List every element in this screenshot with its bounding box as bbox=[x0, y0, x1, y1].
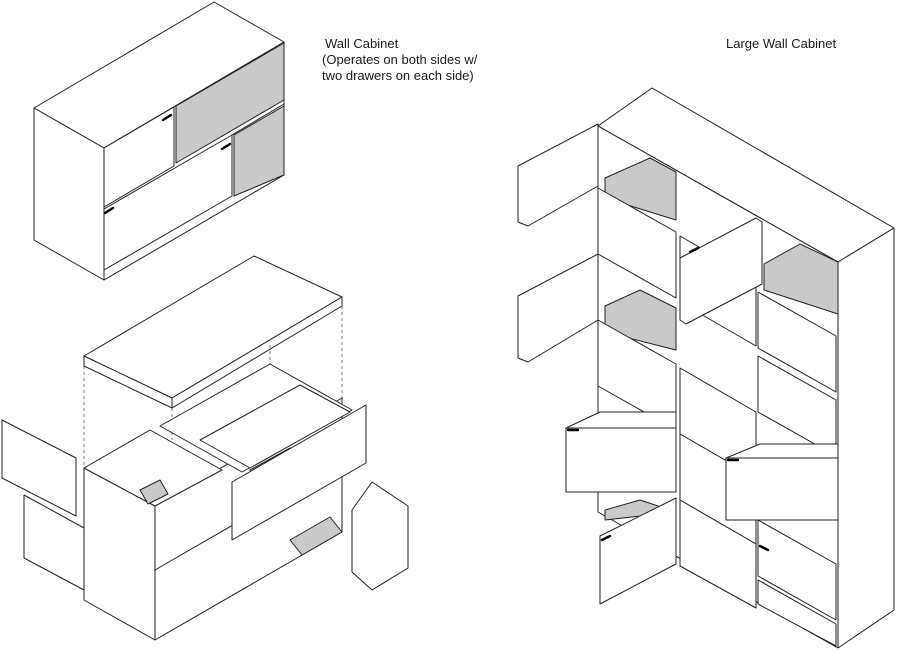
exploded-door-right bbox=[351, 481, 409, 591]
large-cabinet-handle-4 bbox=[758, 544, 770, 552]
wall-cabinet-note-line-1: (Operates on both sides w/ bbox=[322, 52, 478, 67]
exploded-drawer-front bbox=[231, 404, 367, 541]
wall-cabinet-handle-3 bbox=[103, 206, 115, 215]
wall-cabinet-drawer-lower bbox=[103, 134, 233, 271]
large-cabinet-drawer-r1c1 bbox=[597, 187, 677, 299]
large-wall-cabinet bbox=[517, 87, 895, 649]
exploded-open-compartment bbox=[289, 516, 343, 556]
wall-cabinet-closed bbox=[33, 1, 285, 281]
large-cabinet-compartment-2 bbox=[763, 243, 839, 315]
large-cabinet-drawer-pulled-1 bbox=[565, 427, 677, 493]
wall-cabinet-caption: Wall Cabinet (Operates on both sides w/ … bbox=[322, 36, 477, 84]
large-cabinet-door-open-2 bbox=[517, 253, 599, 363]
large-cabinet-drawer-r3c3 bbox=[757, 519, 837, 621]
large-cabinet-drawer-r4c3 bbox=[757, 579, 837, 647]
large-cabinet-drawer-pulled-2 bbox=[725, 457, 839, 521]
exploded-door-left-lower bbox=[23, 494, 85, 591]
exploded-door-left-upper bbox=[1, 419, 77, 517]
large-cabinet-door-open-4 bbox=[679, 217, 763, 325]
large-cabinet-drawer-r1c3 bbox=[757, 291, 837, 393]
large-cabinet-side bbox=[837, 227, 895, 649]
wall-cabinet-exploded bbox=[1, 255, 409, 641]
large-cabinet-door-open-3 bbox=[599, 497, 677, 605]
large-cabinet-drawer-r4c2 bbox=[679, 499, 757, 609]
exploded-open-box bbox=[83, 429, 223, 507]
large-cabinet-handle-5 bbox=[600, 534, 612, 542]
wall-cabinet-open-compartment-lower bbox=[233, 105, 285, 197]
wall-cabinet-handle-1 bbox=[161, 113, 173, 122]
large-cabinet-handle-1 bbox=[688, 246, 700, 254]
large-cabinet-door-open-1 bbox=[517, 123, 599, 227]
large-wall-cabinet-title: Large Wall Cabinet bbox=[726, 36, 837, 51]
wall-cabinet-open-compartment-upper bbox=[175, 42, 285, 164]
large-wall-cabinet-caption: Large Wall Cabinet bbox=[726, 36, 836, 52]
wall-cabinet-title: Wall Cabinet bbox=[325, 36, 399, 51]
wall-cabinet-door-upper-left bbox=[103, 106, 175, 208]
wall-cabinet-handle-2 bbox=[220, 142, 232, 151]
wall-cabinet-note-line-2: two drawers on each side) bbox=[322, 68, 474, 83]
